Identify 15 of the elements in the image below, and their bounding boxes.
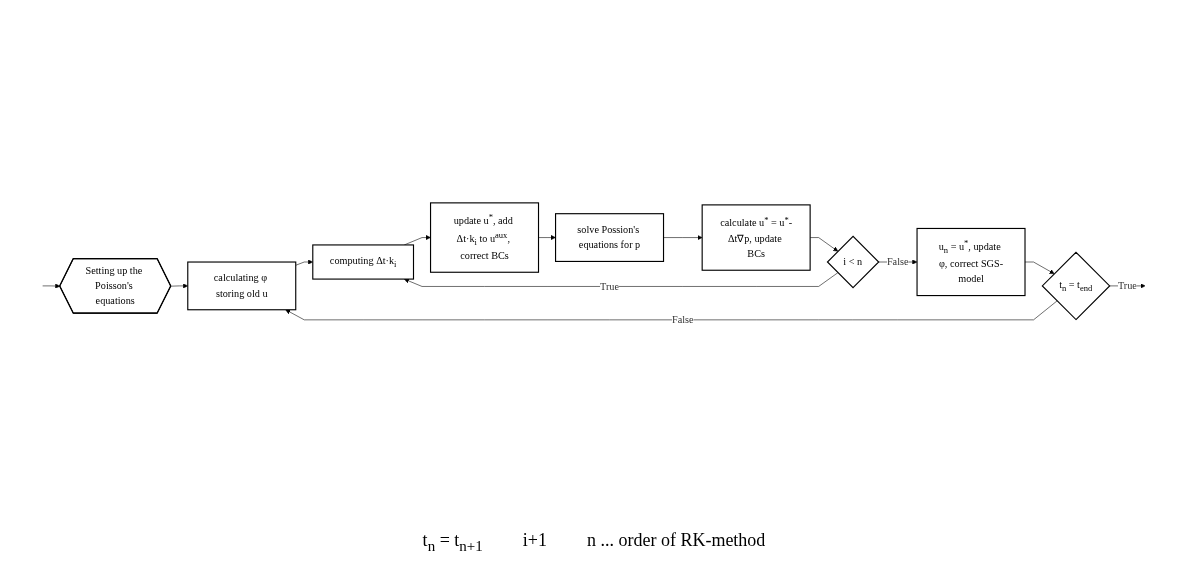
- edge-label: False: [886, 256, 909, 268]
- edge-label: True: [1117, 279, 1137, 292]
- note-text: t$_{n}$ = t$_{n+1}$: [422, 530, 483, 555]
- edge-label: True: [600, 280, 620, 292]
- edge-label: False: [672, 313, 694, 326]
- node-diamond: i < n: [826, 235, 880, 289]
- node-box: update u$^{*}$, add Δt·k$_{i}$ to u$^{aux}$, correct BCs: [430, 202, 540, 273]
- note-text: n ... order of RK-method: [586, 530, 766, 553]
- node-box: computing Δt·k$_{i}$: [312, 244, 415, 280]
- node-box: calculate u$^{*}$ = u$^{*}$-Δt∇p, update BCs: [701, 204, 811, 271]
- node-box: u$_{n}$ = u$^{*}$, update φ, correct SGS-model: [916, 227, 1026, 297]
- node-box: solve Possion's equations for p: [555, 213, 665, 262]
- note-text: i+1: [522, 530, 547, 553]
- node-box: calculating φ storing old u: [187, 261, 297, 311]
- node-diamond: t$_{n}$ = t$_{end}$: [1041, 251, 1111, 321]
